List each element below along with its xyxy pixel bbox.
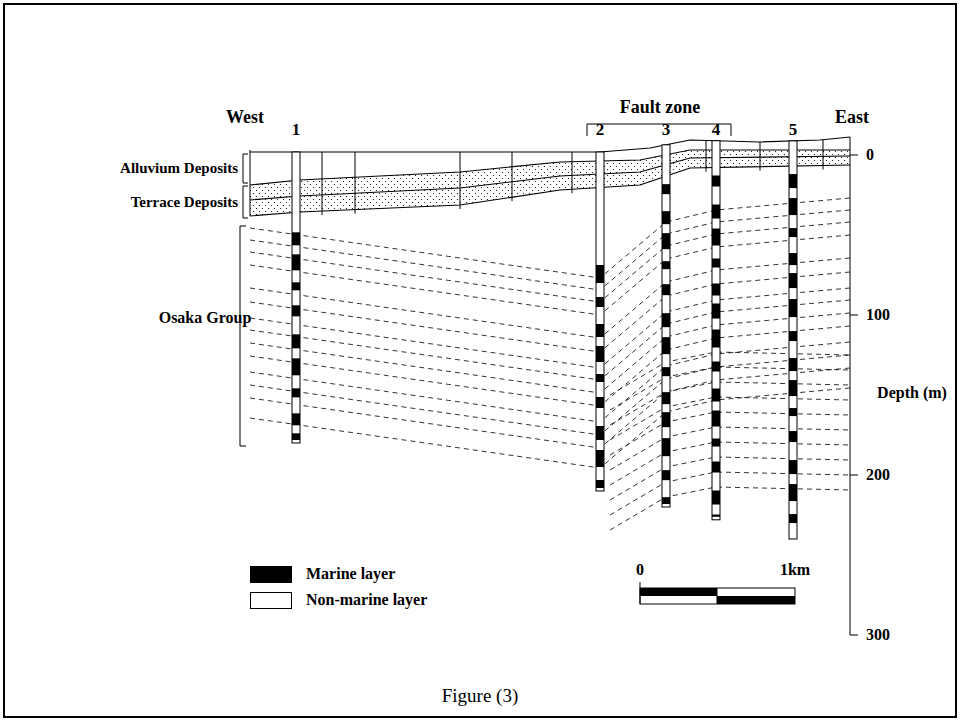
frame bbox=[4, 4, 956, 717]
unit-label: Alluvium Deposits bbox=[120, 161, 238, 176]
borehole-number: 3 bbox=[662, 121, 671, 138]
unit-label: Osaka Group bbox=[159, 310, 252, 326]
borehole-number: 5 bbox=[789, 121, 798, 138]
axis-title: Depth (m) bbox=[877, 385, 947, 401]
shallow-boring bbox=[760, 142, 761, 171]
scale-label: 0 bbox=[636, 562, 644, 578]
shallow-boring bbox=[322, 152, 323, 215]
axis-tick-label: 0 bbox=[866, 147, 874, 163]
correlation-lines bbox=[250, 198, 850, 530]
fault-zone-bracket bbox=[587, 124, 731, 136]
shallow-boring bbox=[355, 152, 356, 214]
section-edge bbox=[250, 150, 251, 216]
direction-label: East bbox=[835, 108, 869, 126]
direction-label: West bbox=[226, 108, 264, 126]
axis-tick-label: 100 bbox=[866, 307, 890, 323]
legend-text: Marine layer bbox=[306, 565, 395, 583]
borehole-number: 1 bbox=[292, 121, 301, 138]
shallow-boring bbox=[572, 152, 573, 193]
borehole bbox=[789, 141, 797, 539]
borehole-number: 2 bbox=[596, 121, 605, 138]
borehole-number: 4 bbox=[712, 121, 721, 138]
legend-swatch bbox=[250, 566, 292, 583]
legend-entry: Non-marine layer bbox=[250, 591, 427, 609]
zone-label: Fault zone bbox=[620, 98, 701, 116]
scale-bar bbox=[640, 582, 795, 604]
shallow-boring bbox=[512, 152, 513, 201]
axis-tick-label: 300 bbox=[866, 627, 890, 643]
stratum-boundary bbox=[250, 165, 850, 216]
shallow-boring bbox=[706, 140, 707, 171]
figure-caption: Figure (3) bbox=[442, 686, 519, 705]
unit-brackets bbox=[240, 154, 248, 446]
axis-tick-label: 200 bbox=[866, 467, 890, 483]
legend-entry: Marine layer bbox=[250, 565, 395, 583]
depth-axis bbox=[850, 137, 858, 635]
legend-text: Non-marine layer bbox=[306, 591, 427, 609]
shallow-boring bbox=[460, 152, 461, 209]
borehole bbox=[662, 145, 670, 507]
legend-swatch bbox=[250, 592, 292, 609]
borehole bbox=[596, 152, 604, 491]
unit-label: Terrace Deposits bbox=[131, 195, 238, 210]
borehole bbox=[292, 152, 300, 443]
shallow-boring bbox=[823, 140, 824, 170]
borehole bbox=[712, 141, 720, 520]
scale-label: 1km bbox=[780, 562, 810, 578]
